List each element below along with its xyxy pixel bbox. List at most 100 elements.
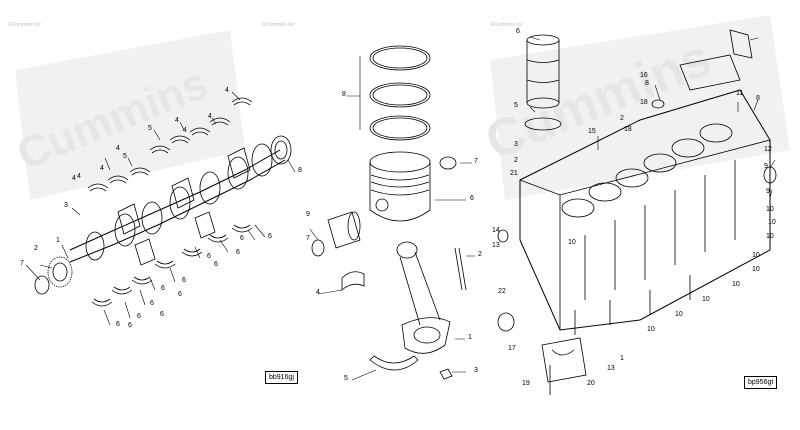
callout-right-19: 19 bbox=[522, 380, 530, 387]
piston-rings bbox=[369, 45, 431, 141]
rod-bolt bbox=[454, 247, 467, 291]
figure-tag-block: bp956gt bbox=[744, 376, 778, 389]
callout-left-7: 7 bbox=[20, 260, 24, 267]
callout-left-4: 4 bbox=[175, 117, 179, 124]
callout-right-10: 10 bbox=[675, 311, 683, 318]
callout-right-9: 9 bbox=[764, 163, 768, 170]
callout-right-8: 8 bbox=[645, 80, 649, 87]
callout-left-5: 5 bbox=[148, 125, 152, 132]
callout-right-13: 13 bbox=[492, 242, 500, 249]
piston-pin bbox=[327, 211, 361, 249]
callout-right-2: 2 bbox=[620, 115, 624, 122]
callout-right-3: 3 bbox=[514, 141, 518, 148]
callout-center-2: 2 bbox=[478, 251, 482, 258]
callout-right-16: 16 bbox=[640, 72, 648, 79]
callout-right-15: 15 bbox=[588, 128, 596, 135]
callout-center-6: 6 bbox=[470, 195, 474, 202]
leader-lines bbox=[25, 36, 776, 381]
cup-plug bbox=[651, 99, 665, 109]
callout-left-6: 6 bbox=[160, 311, 164, 318]
oil-cooler-cover bbox=[679, 29, 753, 91]
callout-left-5: 5 bbox=[123, 153, 127, 160]
callout-left-6: 6 bbox=[182, 277, 186, 284]
callout-left-6: 6 bbox=[137, 313, 141, 320]
callout-left-4: 4 bbox=[225, 87, 229, 94]
callout-left-8: 8 bbox=[298, 167, 302, 174]
callout-right-11: 11 bbox=[736, 90, 743, 97]
callout-left-4: 4 bbox=[208, 113, 212, 120]
callout-right-8: 8 bbox=[756, 95, 760, 102]
callout-left-4: 4 bbox=[72, 175, 76, 182]
retaining-ring-right bbox=[439, 156, 457, 170]
figure-tag-crankshaft: bb916gj bbox=[265, 371, 298, 384]
callout-right-10: 10 bbox=[568, 239, 576, 246]
callout-right-20: 20 bbox=[587, 380, 595, 387]
callout-left-6: 6 bbox=[161, 285, 165, 292]
callout-right-18: 18 bbox=[624, 126, 632, 133]
callout-left-6: 6 bbox=[240, 235, 244, 242]
upper-bearing-shells bbox=[87, 97, 253, 192]
callout-center-9: 9 bbox=[306, 211, 310, 218]
callout-center-3: 3 bbox=[474, 367, 478, 374]
callout-right-1: 1 bbox=[620, 355, 624, 362]
callout-center-5: 5 bbox=[344, 375, 348, 382]
callout-right-17: 17 bbox=[508, 345, 516, 352]
watermark-logo-shape-right bbox=[490, 15, 790, 200]
callout-right-10: 10 bbox=[732, 281, 740, 288]
callout-left-4: 4 bbox=[100, 165, 104, 172]
rod-nut bbox=[439, 368, 453, 380]
callout-right-5: 5 bbox=[514, 102, 518, 109]
callout-right-10: 10 bbox=[752, 266, 760, 273]
callout-left-6: 6 bbox=[178, 291, 182, 298]
callout-center-7: 7 bbox=[306, 235, 310, 242]
crank-gear bbox=[47, 256, 73, 288]
cylinder-block bbox=[519, 89, 771, 335]
callout-left-6: 6 bbox=[236, 249, 240, 256]
callout-center-4: 4 bbox=[316, 289, 320, 296]
liner-seal bbox=[524, 117, 562, 131]
copyright-right: ©Cummins Inc bbox=[490, 22, 523, 28]
callout-left-6: 6 bbox=[207, 253, 211, 260]
rear-plug bbox=[763, 166, 777, 184]
dowel-pin bbox=[497, 229, 509, 243]
callout-right-10: 10 bbox=[768, 219, 776, 226]
lower-bearing-shells bbox=[91, 224, 253, 307]
callout-left-6: 6 bbox=[128, 322, 132, 329]
thrust-ring bbox=[34, 275, 50, 295]
callout-left-6: 6 bbox=[116, 321, 120, 328]
callout-center-8: 8 bbox=[342, 91, 346, 98]
cylinder-liner bbox=[526, 34, 560, 109]
callout-right-2: 2 bbox=[514, 157, 518, 164]
callout-left-6: 6 bbox=[214, 261, 218, 268]
callout-left-6: 6 bbox=[150, 300, 154, 307]
front-plug bbox=[497, 312, 515, 332]
callout-right-18: 18 bbox=[640, 99, 648, 106]
callout-left-4: 4 bbox=[116, 145, 120, 152]
callout-center-1: 1 bbox=[468, 334, 472, 341]
callout-left-3: 3 bbox=[64, 202, 68, 209]
rear-seal bbox=[270, 135, 292, 165]
callout-right-10: 10 bbox=[766, 206, 774, 213]
copyright-left: ©Cummins Inc bbox=[8, 22, 41, 28]
callout-right-10: 10 bbox=[766, 233, 774, 240]
callout-right-6: 6 bbox=[516, 28, 520, 35]
callout-center-7: 7 bbox=[474, 158, 478, 165]
callout-right-10: 10 bbox=[647, 326, 655, 333]
callout-right-9: 9 bbox=[766, 188, 770, 195]
callout-left-6: 6 bbox=[268, 233, 272, 240]
watermark-logo-shape-left bbox=[15, 30, 245, 200]
pin-bushing bbox=[341, 271, 365, 291]
callout-right-12: 12 bbox=[764, 146, 772, 153]
callout-right-10: 10 bbox=[702, 296, 710, 303]
callout-left-4: 4 bbox=[183, 127, 187, 134]
main-bearing-cap bbox=[541, 337, 587, 383]
rod-bearing-shell bbox=[369, 355, 419, 371]
callout-right-13: 13 bbox=[607, 365, 615, 372]
callout-left-1: 1 bbox=[56, 237, 60, 244]
copyright-center: ©Cummins Inc bbox=[262, 22, 295, 28]
callout-left-2: 2 bbox=[34, 245, 38, 252]
